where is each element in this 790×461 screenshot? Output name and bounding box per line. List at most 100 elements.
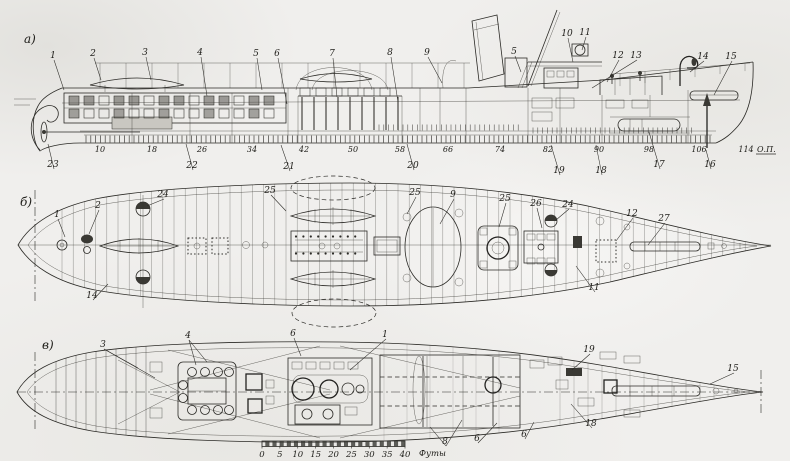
leader-line — [406, 143, 415, 171]
mast-line2 — [530, 11, 561, 87]
bow-fitting — [707, 242, 715, 250]
coal-bunker — [111, 116, 173, 130]
deck-frame-lines — [61, 183, 746, 306]
vent-cowl-dark — [545, 215, 557, 221]
deckhouse-cell — [536, 257, 546, 265]
midship-boat — [299, 73, 373, 83]
winch-dark — [573, 236, 582, 248]
boat-swung-out-dashed — [291, 298, 377, 328]
deckhouse-plan — [523, 230, 559, 264]
hatch — [193, 242, 201, 250]
gun2 — [638, 71, 642, 75]
store-box — [623, 409, 641, 418]
leader-line — [648, 131, 661, 170]
leader-line — [53, 59, 65, 91]
leader-line — [550, 144, 561, 176]
rudder-stock — [59, 242, 65, 248]
leader-line — [256, 57, 263, 91]
scale-tick-40: 40 — [399, 450, 411, 460]
grating — [187, 237, 207, 255]
store — [265, 379, 275, 389]
engine-cylinder-mp — [319, 379, 339, 399]
cowl-opening — [691, 58, 697, 66]
leader-line — [188, 339, 208, 363]
searchlight — [574, 44, 586, 56]
callout-22: 22 — [185, 161, 198, 171]
scale-tick-5: 5 — [277, 450, 282, 460]
frame-number-10: 10 — [95, 145, 105, 154]
deck-stringer-outline — [27, 189, 758, 301]
scale-tick-20: 20 — [327, 450, 339, 460]
callout-20: 20 — [406, 161, 419, 171]
trunk-square — [603, 379, 618, 394]
frame-number-74: 74 — [495, 145, 505, 154]
leader-line — [88, 209, 100, 235]
aux-box — [291, 361, 303, 370]
leader-line — [606, 59, 620, 83]
deck-circle — [454, 208, 464, 218]
callout-19: 19 — [583, 345, 595, 355]
forecastle-rail — [611, 62, 751, 75]
scale-tick-30: 30 — [364, 450, 375, 460]
callout-13: 13 — [630, 51, 642, 61]
callout-12: 12 — [612, 51, 624, 61]
deck-circle — [595, 216, 605, 226]
store-box — [577, 397, 595, 407]
leader-line — [647, 222, 666, 246]
leader-line — [570, 403, 593, 429]
callout-25: 25 — [263, 186, 276, 196]
leader-line — [555, 208, 570, 221]
deck-hull-outline — [17, 182, 772, 307]
magazine-trunk — [245, 373, 263, 391]
davit-curve-fwd — [442, 60, 457, 89]
pump-circle — [322, 408, 334, 420]
grating — [211, 237, 229, 255]
boat-swung-out-dashed — [290, 175, 376, 201]
leader-line — [477, 422, 498, 444]
leader-line — [439, 198, 455, 225]
leader-line — [575, 265, 596, 293]
leader-line — [280, 144, 291, 172]
mast — [527, 9, 558, 87]
frame-number-50: 50 — [348, 145, 358, 154]
callout-11: 11 — [588, 283, 599, 293]
callout-24: 24 — [561, 200, 574, 210]
bow-fitting — [733, 388, 739, 394]
callout-17: 17 — [653, 160, 665, 170]
leader-line — [498, 202, 507, 228]
leader-line — [146, 198, 165, 207]
leader-line — [713, 60, 733, 96]
hatch-square-inner — [376, 239, 398, 253]
fwd-superstructure — [504, 57, 528, 88]
conning-tower-circle — [486, 236, 510, 260]
bow-fitting — [721, 243, 727, 249]
propeller — [40, 121, 48, 143]
frame-number-26: 26 — [196, 145, 207, 154]
engine-skylight — [290, 230, 368, 262]
leader-line — [47, 143, 55, 170]
skylight-hatch — [318, 242, 326, 250]
leader-line — [429, 426, 447, 447]
bow-torpedo-tube — [689, 90, 739, 101]
wardroom-chairs — [178, 367, 234, 415]
aft-boat-profile — [89, 77, 185, 90]
chart-house-window — [556, 70, 565, 78]
chart-house-window — [566, 70, 575, 78]
callout-18: 18 — [585, 419, 597, 429]
callout-1: 1 — [54, 210, 60, 220]
torpedo-tube-plan — [629, 241, 701, 252]
leader-line — [200, 56, 208, 97]
cabin — [149, 361, 163, 373]
casing-corner — [479, 227, 488, 236]
callout-9: 9 — [450, 190, 456, 200]
leader-line — [524, 421, 535, 440]
leader-line — [567, 37, 574, 63]
leader-line — [406, 196, 417, 215]
callout-16: 16 — [704, 160, 716, 170]
callout-8: 8 — [442, 437, 448, 447]
callout-19: 19 — [553, 166, 565, 176]
engine-cylinder-hp — [291, 377, 315, 401]
